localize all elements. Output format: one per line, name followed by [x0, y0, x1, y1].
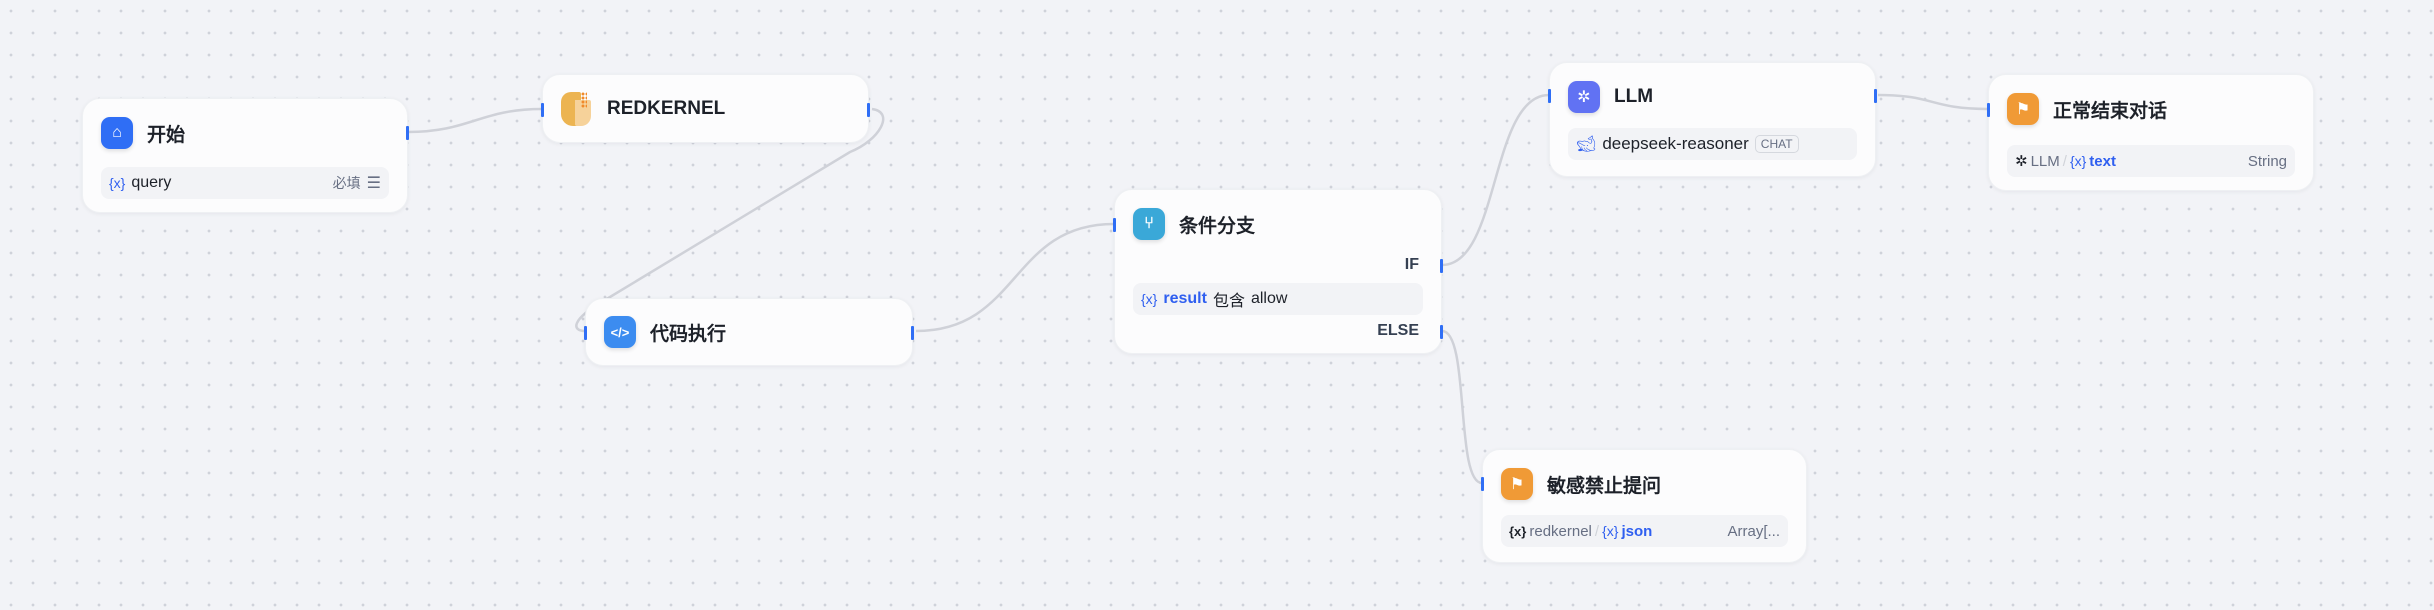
else-handle[interactable] — [1440, 325, 1443, 339]
branch-icon: ⑂ — [1133, 208, 1165, 240]
redkernel-logo — [561, 92, 593, 126]
node-start[interactable]: ⌂ 开始 {x} query 必填 ☰ — [82, 98, 409, 213]
edge-if-llm — [1441, 93, 1550, 267]
variable-icon: {x} — [1141, 291, 1158, 307]
variable-icon: {x} — [2069, 153, 2087, 169]
variable-name: text — [2089, 152, 2116, 170]
source-node: redkernel — [1529, 522, 1592, 540]
required-label: 必填 — [332, 175, 361, 191]
if-handle[interactable] — [1440, 259, 1443, 273]
condition-value: allow — [1250, 290, 1288, 307]
node-title: 正常结束对话 — [2053, 100, 2168, 122]
else-label: ELSE — [1377, 322, 1419, 339]
output-handle[interactable] — [911, 326, 914, 340]
output-handle[interactable] — [1874, 89, 1877, 103]
node-title: 代码执行 — [650, 323, 727, 345]
end-flag-icon: ⚑ — [1501, 468, 1533, 500]
node-end-blocked[interactable]: ⚑ 敏感禁止提问 {x} redkernel / {x} json Array[… — [1481, 449, 1807, 563]
node-title: 开始 — [147, 124, 186, 146]
edge-code-branch — [915, 222, 1115, 333]
code-icon: </> — [604, 316, 636, 348]
node-branch[interactable]: ⑂ 条件分支 IF {x} result 包含 allow ELSE — [1113, 189, 1443, 354]
source-node: LLM — [2030, 152, 2060, 170]
edge-redkernel-code — [575, 107, 885, 333]
node-title: 条件分支 — [1179, 215, 1256, 237]
condition-operator: 包含 — [1212, 293, 1245, 310]
variable-icon: {x} — [109, 175, 126, 191]
variable-type: Array[... — [1727, 522, 1780, 540]
node-title: REDKERNEL — [607, 98, 726, 119]
llm-icon: ✲ — [1568, 81, 1600, 113]
separator: / — [2062, 152, 2067, 170]
home-icon: ⌂ — [101, 117, 133, 149]
input-handle[interactable] — [1481, 477, 1484, 491]
end-flag-icon: ⚑ — [2007, 93, 2039, 125]
node-code[interactable]: </> 代码执行 — [584, 298, 914, 366]
variable-icon: {x} — [1509, 523, 1527, 539]
separator: / — [1594, 522, 1600, 540]
edge-else-end — [1441, 329, 1483, 485]
field-name: query — [131, 174, 172, 191]
input-handle[interactable] — [584, 326, 587, 340]
mode-badge: CHAT — [1754, 135, 1799, 153]
node-end-normal[interactable]: ⚑ 正常结束对话 ✲ LLM / {x} text String — [1987, 74, 2314, 191]
input-handle[interactable] — [1987, 103, 1990, 117]
llm-icon: ✲ — [2015, 153, 2028, 170]
input-handle[interactable] — [1548, 89, 1551, 103]
deepseek-whale-icon: 🐋︎ — [1576, 136, 1597, 153]
menu-lines-icon: ☰ — [366, 175, 381, 192]
node-title: 敏感禁止提问 — [1547, 475, 1662, 497]
if-label: IF — [1404, 256, 1419, 273]
variable-icon: {x} — [1602, 523, 1619, 539]
edge-llm-end — [1877, 93, 1989, 111]
variable-name: json — [1621, 522, 1653, 540]
edge-start-redkernel — [407, 107, 543, 134]
node-llm[interactable]: ✲ LLM 🐋︎ deepseek-reasoner CHAT — [1548, 62, 1877, 177]
condition-variable: result — [1163, 290, 1207, 307]
output-handle[interactable] — [867, 103, 870, 117]
variable-type: String — [2247, 152, 2287, 170]
model-name: deepseek-reasoner — [1602, 134, 1749, 153]
node-redkernel[interactable]: REDKERNEL — [541, 74, 870, 143]
input-handle[interactable] — [541, 103, 544, 117]
node-title: LLM — [1614, 86, 1654, 107]
input-handle[interactable] — [1113, 218, 1116, 232]
output-handle[interactable] — [406, 126, 409, 140]
